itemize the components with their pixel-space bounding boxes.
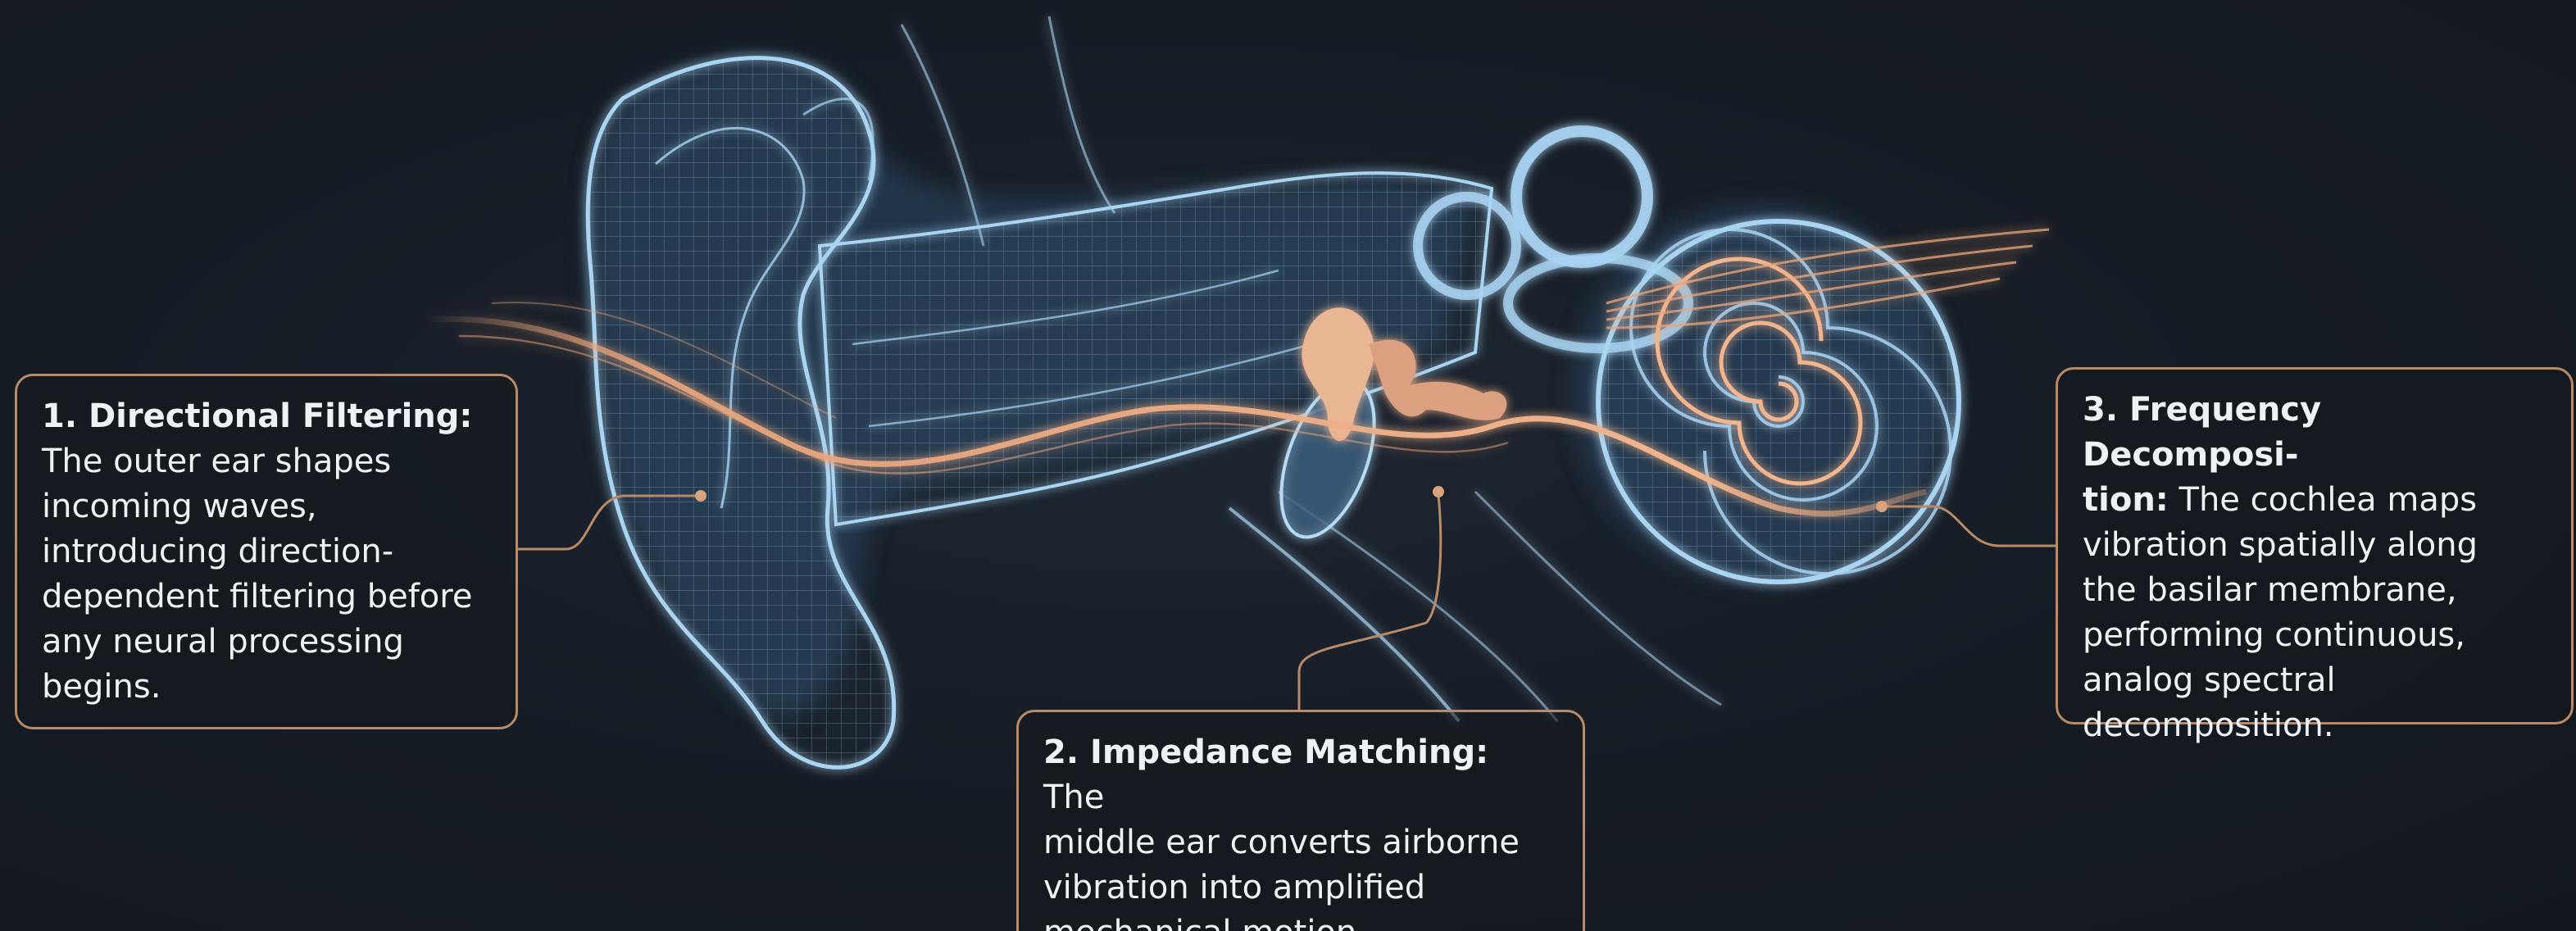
- callout-2-heading: 2. Impedance Matching:: [1043, 733, 1488, 771]
- callout-1-line: dependent filtering before: [42, 574, 491, 620]
- callout-frequency-decomposition: 3. Frequency Decomposi- tion: The cochle…: [2056, 367, 2574, 724]
- callout-3-line: performing continuous,: [2083, 613, 2546, 658]
- callout-3-line: the basilar membrane,: [2083, 568, 2546, 613]
- callout-3-heading2: tion:: [2083, 481, 2169, 519]
- callout-2-heading-tail: The: [1043, 779, 1104, 816]
- callout-3-line: vibration spatially along: [2083, 523, 2546, 568]
- callout-2-heading-line: 2. Impedance Matching: The: [1043, 730, 1558, 820]
- callout-1-line: any neural processing: [42, 620, 491, 665]
- callout-3-heading2-line: tion: The cochlea maps: [2083, 478, 2546, 523]
- callout-1-line: incoming waves,: [42, 484, 491, 529]
- callout-3-line: decomposition.: [2083, 703, 2546, 748]
- callout-3-heading: 3. Frequency Decomposi-: [2083, 388, 2546, 478]
- callout-impedance-matching: 2. Impedance Matching: The middle ear co…: [1016, 710, 1585, 931]
- callout-1-line: begins.: [42, 665, 491, 710]
- callout-1-line: introducing direction-: [42, 529, 491, 574]
- callout-1-line: The outer ear shapes: [42, 439, 491, 484]
- callout-3-line: analog spectral: [2083, 658, 2546, 703]
- callout-1-heading: 1. Directional Filtering:: [42, 394, 491, 439]
- callout-2-line: mechanical motion.: [1043, 911, 1558, 931]
- callout-directional-filtering: 1. Directional Filtering: The outer ear …: [15, 374, 518, 729]
- callout-2-line: vibration into amplified: [1043, 865, 1558, 911]
- connector-3-dot: [1876, 501, 1888, 512]
- callout-2-line: middle ear converts airborne: [1043, 820, 1558, 865]
- connector-1-dot: [695, 490, 706, 502]
- connector-2-dot: [1433, 486, 1444, 497]
- cochlea: [1598, 221, 1959, 582]
- callout-3-heading2-tail: The cochlea maps: [2169, 481, 2477, 519]
